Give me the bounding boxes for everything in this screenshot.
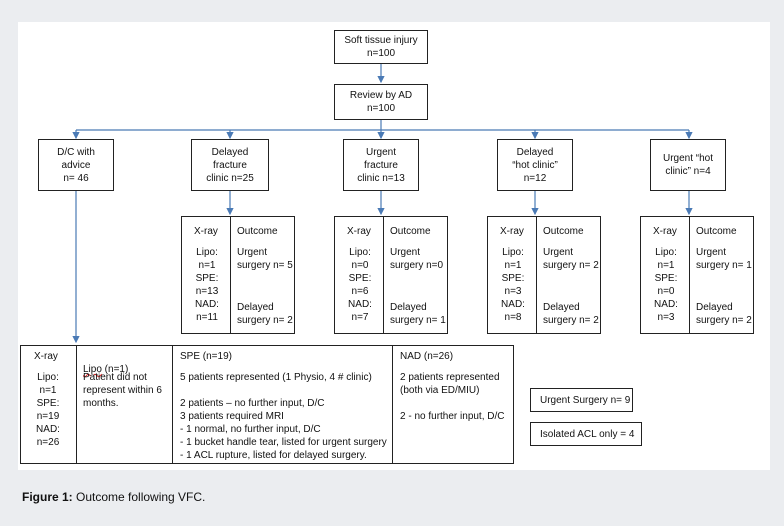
branch-line: Urgent “hot bbox=[662, 153, 714, 164]
delayed-surgery-text: Delayed surgery n= 2 bbox=[696, 302, 752, 326]
nad-text: 2 patients represented (both via ED/MIU)… bbox=[400, 372, 505, 422]
branch-line: Delayed bbox=[211, 146, 249, 158]
soft-tissue-injury-box: Soft tissue injury n=100 bbox=[334, 30, 428, 64]
branch-line: fracture bbox=[213, 159, 247, 171]
outcome-header: Outcome bbox=[696, 226, 737, 237]
spe-text: 5 patients represented (1 Physio, 4 # cl… bbox=[180, 372, 387, 461]
detail-box-delayed-fracture: X-ray Outcome Lipo: n=1 SPE: n=13 NAD: n… bbox=[181, 216, 295, 334]
branch-box-delayed-fracture: Delayed fracture clinic n=25 bbox=[191, 139, 269, 191]
urgent-surgery-summary-text: Urgent Surgery n= 9 bbox=[540, 395, 631, 406]
detail-box-delayed-hot-clinic: X-ray Outcome Lipo: n=1 SPE: n=3 NAD: n=… bbox=[487, 216, 601, 334]
outcome-header: Outcome bbox=[237, 226, 278, 237]
figure-caption-text: Outcome following VFC. bbox=[72, 490, 206, 504]
outcome-header: Outcome bbox=[390, 226, 431, 237]
lipo-header-count: (n=1) bbox=[101, 364, 129, 375]
branch-box-urgent-fracture: Urgent fracture clinic n=13 bbox=[343, 139, 419, 191]
soft-tissue-title: Soft tissue injury bbox=[344, 35, 418, 46]
table-divider bbox=[392, 346, 393, 463]
detail-divider bbox=[689, 217, 690, 333]
branch-line: n= 46 bbox=[63, 172, 89, 184]
detail-divider bbox=[230, 217, 231, 333]
isolated-acl-summary: Isolated ACL only = 4 bbox=[530, 422, 642, 446]
detail-divider bbox=[383, 217, 384, 333]
review-count: n=100 bbox=[366, 103, 396, 114]
detail-divider bbox=[536, 217, 537, 333]
xray-values: Lipo: n=1 SPE: n=3 NAD: n=8 bbox=[501, 247, 525, 323]
review-by-ad-box: Review by AD n=100 bbox=[334, 84, 428, 120]
branch-line: clinic” n=4 bbox=[665, 166, 711, 177]
branch-box-dc-advice: D/C with advice n= 46 bbox=[38, 139, 114, 191]
branch-line: advice bbox=[61, 159, 91, 171]
xray-header: X-ray bbox=[34, 351, 58, 362]
spe-header: SPE (n=19) bbox=[180, 351, 232, 362]
delayed-surgery-text: Delayed surgery n= 2 bbox=[237, 302, 293, 326]
detail-box-urgent-hot-clinic: X-ray Outcome Lipo: n=1 SPE: n=0 NAD: n=… bbox=[640, 216, 754, 334]
table-divider bbox=[76, 346, 77, 463]
branch-line: n=12 bbox=[523, 172, 547, 184]
urgent-surgery-text: Urgent surgery n= 5 bbox=[237, 247, 293, 271]
urgent-surgery-text: Urgent surgery n= 1 bbox=[696, 247, 752, 271]
nad-header: NAD (n=26) bbox=[400, 351, 454, 362]
table-divider bbox=[172, 346, 173, 463]
branch-line: “hot clinic” bbox=[512, 159, 558, 171]
xray-values: Lipo: n=0 SPE: n=6 NAD: n=7 bbox=[348, 247, 372, 323]
urgent-surgery-summary: Urgent Surgery n= 9 bbox=[530, 388, 633, 412]
branch-line: Delayed bbox=[516, 146, 554, 158]
figure-label: Figure 1: bbox=[22, 490, 73, 504]
lipo-text: Patient did not represent within 6 month… bbox=[83, 372, 162, 409]
urgent-surgery-text: Urgent surgery n= 2 bbox=[543, 247, 599, 271]
xray-header: X-ray bbox=[347, 226, 371, 237]
detail-box-urgent-fracture: X-ray Outcome Lipo: n=0 SPE: n=6 NAD: n=… bbox=[334, 216, 448, 334]
branch-box-delayed-hot-clinic: Delayed “hot clinic” n=12 bbox=[497, 139, 573, 191]
lipo-header-word: Lipo bbox=[83, 364, 102, 375]
xray-values: Lipo: n=1 SPE: n=19 NAD: n=26 bbox=[36, 372, 60, 448]
delayed-surgery-text: Delayed surgery n= 2 bbox=[543, 302, 599, 326]
outcome-header: Outcome bbox=[543, 226, 584, 237]
lipo-header: Lipo (n=1) bbox=[83, 350, 128, 376]
branch-line: Urgent bbox=[365, 146, 396, 158]
xray-values: Lipo: n=1 SPE: n=13 NAD: n=11 bbox=[195, 247, 219, 323]
urgent-surgery-text: Urgent surgery n=0 bbox=[390, 247, 444, 271]
review-title: Review by AD bbox=[349, 90, 413, 101]
figure-caption: Figure 1: Outcome following VFC. bbox=[22, 490, 205, 504]
xray-header: X-ray bbox=[500, 226, 524, 237]
branch-line: clinic n=25 bbox=[206, 172, 254, 184]
soft-tissue-count: n=100 bbox=[366, 48, 396, 59]
xray-values: Lipo: n=1 SPE: n=0 NAD: n=3 bbox=[654, 247, 678, 323]
xray-header: X-ray bbox=[194, 226, 218, 237]
delayed-surgery-text: Delayed surgery n= 1 bbox=[390, 302, 446, 326]
bottom-outcome-table: X-ray Lipo: n=1 SPE: n=19 NAD: n=26 Lipo… bbox=[20, 345, 514, 464]
branch-line: D/C with bbox=[57, 146, 95, 158]
branch-line: fracture bbox=[364, 159, 398, 171]
isolated-acl-summary-text: Isolated ACL only = 4 bbox=[540, 429, 635, 440]
branch-line: clinic n=13 bbox=[357, 172, 405, 184]
xray-header: X-ray bbox=[653, 226, 677, 237]
branch-box-urgent-hot-clinic: Urgent “hot clinic” n=4 bbox=[650, 139, 726, 191]
